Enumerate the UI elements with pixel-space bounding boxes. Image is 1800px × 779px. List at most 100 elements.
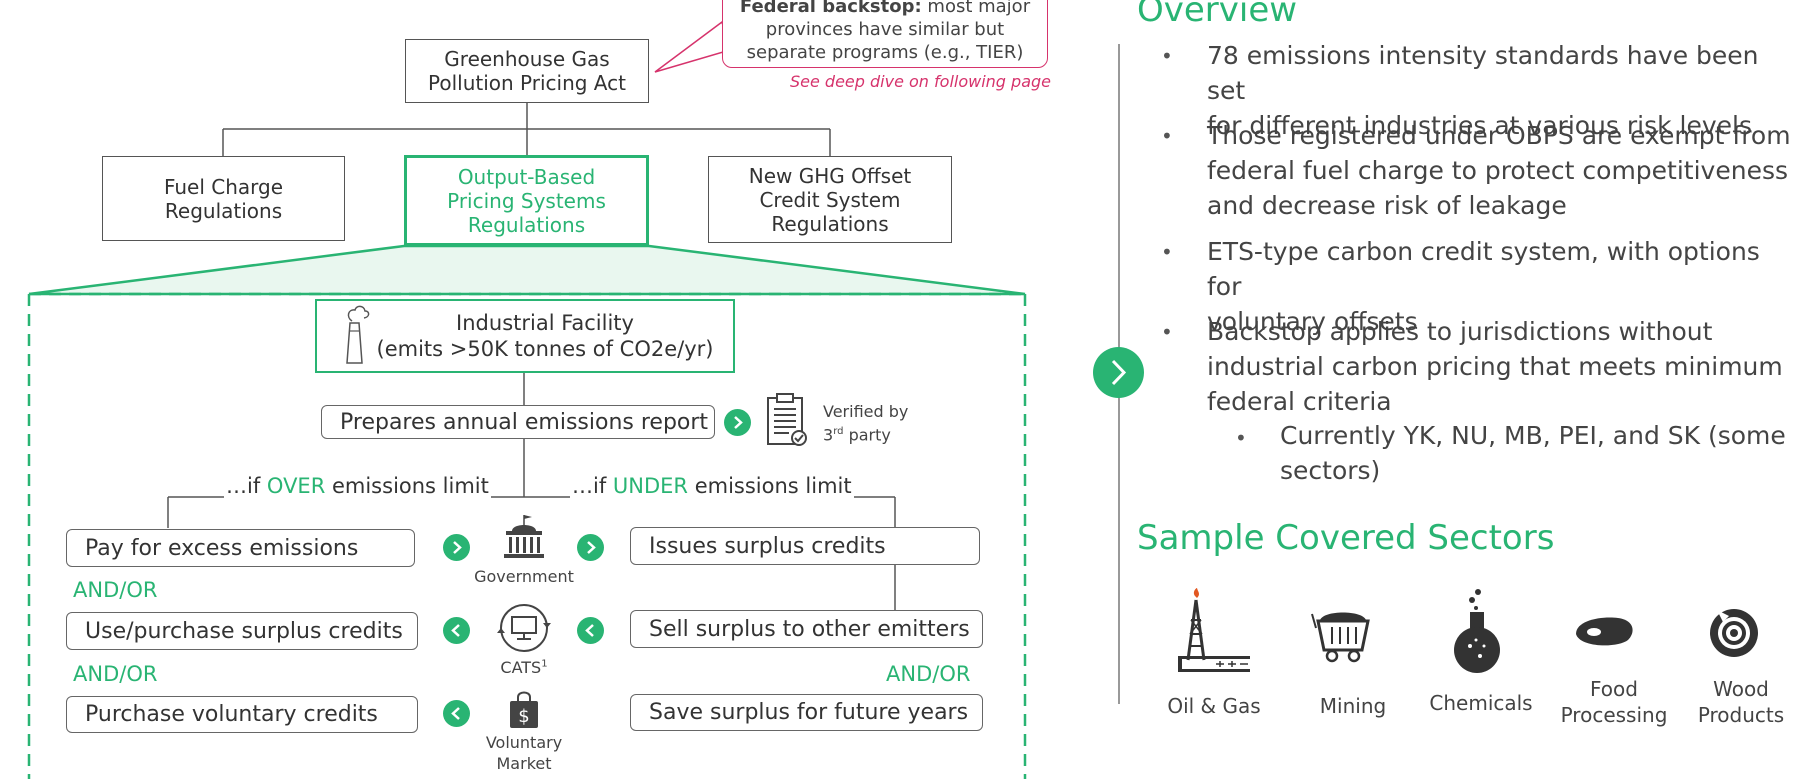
andor-left-1: AND/OR <box>73 578 158 602</box>
bullet3-line1: ETS-type carbon credit system, with opti… <box>1207 237 1760 301</box>
clipboard-check-icon <box>767 393 807 446</box>
industrial-facility-box: Industrial Facility (emits >50K tonnes o… <box>315 299 735 373</box>
arrow-right-icon <box>577 534 604 561</box>
bullet2-line2: federal fuel charge to protect competiti… <box>1207 156 1788 185</box>
under-pre: …if <box>572 474 613 498</box>
government-building-icon <box>504 515 544 558</box>
flask-icon <box>1454 589 1500 673</box>
bullet-dot: • <box>1161 124 1173 148</box>
bullet4-line1: Backstop applies to jurisdictions withou… <box>1207 317 1713 346</box>
sub-bullet-dot: • <box>1235 426 1247 450</box>
arrow-right-icon <box>443 534 470 561</box>
deep-dive-note: See deep dive on following page <box>790 72 1052 91</box>
obps-box: Output-Based Pricing Systems Regulations <box>404 155 649 246</box>
cats-footnote: 1 <box>541 658 548 670</box>
sector-label-food-processing: Food Processing <box>1549 676 1679 728</box>
federal-backstop-callout: Federal backstop: most major provinces h… <box>722 0 1048 68</box>
voluntary-line2: Market <box>496 754 552 773</box>
verified-num: 3 <box>823 425 834 445</box>
voluntary-line1: Voluntary <box>485 733 563 752</box>
factory-chimney-icon <box>346 305 370 364</box>
save-surplus-box: Save surplus for future years <box>630 694 983 731</box>
fuel-line2: Regulations <box>164 198 283 223</box>
mine-cart-icon <box>1311 612 1370 663</box>
under-post: emissions limit <box>688 474 852 498</box>
callout-line3: separate programs (e.g., TIER) <box>746 42 1024 63</box>
verified-rest: party <box>843 425 891 445</box>
andor-left-2: AND/OR <box>73 662 158 686</box>
sector-label-oil-gas: Oil & Gas <box>1149 693 1279 719</box>
verified-label: Verified by 3rd party <box>823 402 908 445</box>
bullet-dot: • <box>1161 240 1173 264</box>
overview-bullet-1: 78 emissions intensity standards have be… <box>1207 38 1800 143</box>
verified-sup: rd <box>833 426 844 437</box>
sector-mining-text: Mining <box>1319 694 1387 718</box>
voluntary-credits-box: Purchase voluntary credits <box>66 696 418 733</box>
sector-products-text: Products <box>1697 703 1785 727</box>
under-key: UNDER <box>612 474 689 498</box>
sub-bullet-line1: Currently YK, NU, MB, PEI, and SK (some <box>1280 421 1786 450</box>
offset-credit-box: New GHG Offset Credit System Regulations <box>708 156 952 243</box>
pay-excess-box: Pay for excess emissions <box>66 529 415 567</box>
callout-bold: Federal backstop: <box>739 0 922 17</box>
over-limit-label: …if OVER emissions limit <box>224 474 491 498</box>
fuel-line1: Fuel Charge <box>163 174 284 199</box>
chevron-right-icon <box>1093 347 1144 398</box>
obps-line2: Pricing Systems <box>447 188 606 213</box>
overview-bullet-3: ETS-type carbon credit system, with opti… <box>1207 234 1800 339</box>
offset-line2: Credit System <box>759 187 901 212</box>
over-post: emissions limit <box>325 474 489 498</box>
sector-label-chemicals: Chemicals <box>1416 690 1546 716</box>
act-line2: Pollution Pricing Act <box>428 71 626 95</box>
bullet2-line1: Those registered under OBPS are exempt f… <box>1207 121 1791 150</box>
cats-label: CATS1 <box>464 658 584 677</box>
oil-rig-icon <box>1178 588 1250 672</box>
bullet2-line3: and decrease risk of leakage <box>1207 191 1567 220</box>
sector-label-mining: Mining <box>1288 693 1418 719</box>
bullet-dot: • <box>1161 44 1173 68</box>
offset-line3: Regulations <box>771 211 889 236</box>
obps-line3: Regulations <box>467 212 586 237</box>
bullet1-line2: for different industries at various risk… <box>1207 111 1753 140</box>
overview-bullet-4: Backstop applies to jurisdictions withou… <box>1207 314 1783 419</box>
verified-line1: Verified by <box>823 402 909 421</box>
annual-report-box: Prepares annual emissions report <box>321 405 715 439</box>
svg-text:$: $ <box>518 706 529 727</box>
meat-icon <box>1576 617 1633 646</box>
callout-text: most major <box>921 0 1031 17</box>
over-pre: …if <box>226 474 267 498</box>
arrow-left-icon <box>443 700 470 727</box>
callout-line2: provinces have similar but <box>765 19 1005 40</box>
arrow-right-icon <box>724 409 751 436</box>
bullet1-line1: 78 emissions intensity standards have be… <box>1207 41 1759 105</box>
andor-right: AND/OR <box>886 662 971 686</box>
sector-oil-gas-text: Oil & Gas <box>1167 694 1261 718</box>
cats-text: CATS <box>500 658 542 677</box>
obps-line1: Output-Based <box>457 164 596 189</box>
issues-surplus-box: Issues surplus credits <box>630 527 980 565</box>
overview-sub-bullet: Currently YK, NU, MB, PEI, and SK (some … <box>1280 418 1786 488</box>
arrow-left-icon <box>577 617 604 644</box>
sell-surplus-box: Sell surplus to other emitters <box>630 610 983 648</box>
arrow-left-icon <box>443 617 470 644</box>
sector-processing-text: Processing <box>1560 703 1668 727</box>
use-purchase-box: Use/purchase surplus credits <box>66 612 418 650</box>
overview-bullet-2: Those registered under OBPS are exempt f… <box>1207 118 1791 223</box>
bullet-dot: • <box>1161 320 1173 344</box>
government-label: Government <box>474 567 574 586</box>
sector-food-text: Food <box>1590 677 1638 701</box>
overview-title: Overview <box>1137 0 1298 30</box>
under-limit-label: …if UNDER emissions limit <box>570 474 854 498</box>
offset-line1: New GHG Offset <box>748 163 912 188</box>
bullet4-line2: industrial carbon pricing that meets min… <box>1207 352 1783 381</box>
fuel-charge-box: Fuel Charge Regulations <box>102 156 345 241</box>
sub-bullet-line2: sectors) <box>1280 456 1381 485</box>
sector-label-wood-products: Wood Products <box>1676 676 1800 728</box>
over-key: OVER <box>266 474 326 498</box>
cats-computer-icon <box>497 604 551 652</box>
ghg-pricing-act-box: Greenhouse Gas Pollution Pricing Act <box>405 39 649 103</box>
act-line1: Greenhouse Gas <box>444 47 610 71</box>
shopping-bag-dollar-icon: $ <box>510 691 538 728</box>
sector-wood-text: Wood <box>1713 677 1769 701</box>
bullet3-line2: voluntary offsets <box>1207 307 1418 336</box>
